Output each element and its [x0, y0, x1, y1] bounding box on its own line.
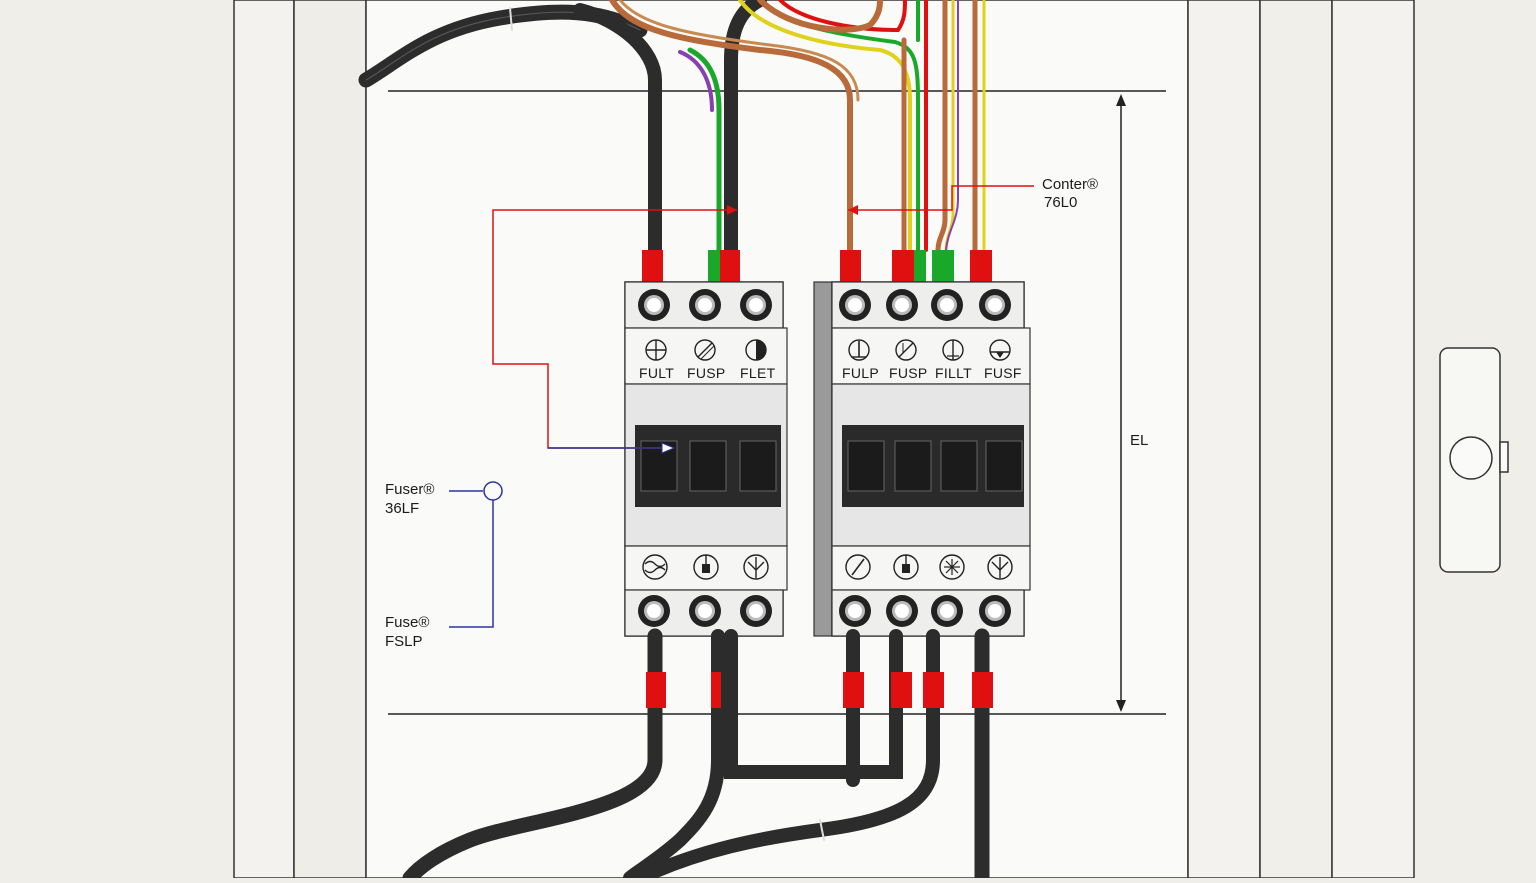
callout-left-upper: Fuser® 36LF — [385, 481, 434, 517]
pin-circle-icon — [848, 339, 870, 361]
module-left[interactable]: FULT FUSP FLET — [624, 281, 788, 637]
needle-circle-icon — [845, 554, 871, 580]
top-terminal-sleeves — [642, 250, 992, 282]
blue-pointer — [548, 442, 676, 454]
tree-circle-icon — [743, 554, 769, 580]
reference-lines — [388, 90, 1166, 715]
top-screw-terminals[interactable] — [638, 289, 772, 321]
callout-line: Fuse® — [385, 614, 429, 631]
half-circle-icon — [942, 339, 964, 361]
slashed-circle-icon — [694, 339, 716, 361]
crosshair-circle-icon — [645, 339, 667, 361]
half-circle-icon — [745, 339, 767, 361]
terminal-label-1: FULP — [842, 365, 879, 381]
door-latch[interactable] — [1439, 347, 1509, 573]
terminal-label-2: FUSP — [889, 365, 928, 381]
indicator-slot — [739, 440, 777, 492]
blue-leaders — [449, 481, 503, 628]
top-symbol-row — [848, 339, 1011, 361]
dimension-arrow: EL — [1116, 94, 1148, 712]
box-circle-icon — [693, 554, 719, 580]
top-screw-terminals[interactable] — [839, 289, 1011, 321]
callout-line: 76L0 — [1044, 194, 1077, 211]
terminal-label-1: FULT — [639, 365, 674, 381]
top-symbol-row — [645, 339, 767, 361]
indicator-slot — [985, 440, 1023, 492]
dimension-label: EL — [1130, 432, 1148, 449]
wave-circle-icon — [642, 554, 668, 580]
bottom-screw-terminals[interactable] — [638, 595, 772, 627]
terminal-label-2: FUSP — [687, 365, 726, 381]
callout-line: Conter® — [1042, 176, 1098, 193]
tree-circle-icon — [987, 554, 1013, 580]
bottom-symbol-row — [845, 554, 1013, 580]
dome-circle-icon — [989, 339, 1011, 361]
terminal-label-3: FLET — [740, 365, 776, 381]
callout-line: FSLP — [385, 633, 423, 650]
bottom-symbol-row — [642, 554, 769, 580]
slashed-circle-icon — [895, 339, 917, 361]
box-circle-icon — [893, 554, 919, 580]
indicator-slot — [689, 440, 727, 492]
callout-line: 36LF — [385, 500, 419, 517]
indicator-slot — [894, 440, 932, 492]
callout-line: Fuser® — [385, 481, 434, 498]
callout-left-lower: Fuse® FSLP — [385, 614, 429, 650]
terminal-label-4: FUSF — [984, 365, 1022, 381]
snowflake-circle-icon — [939, 554, 965, 580]
indicator-slot — [940, 440, 978, 492]
callout-top-right: Conter® 76L0 — [1042, 176, 1098, 211]
terminal-label-3: FILLT — [935, 365, 972, 381]
module-right[interactable]: FULP FUSP FILLT FUSF — [813, 281, 1031, 637]
indicator-slot — [847, 440, 885, 492]
incoming-cables — [358, 0, 986, 257]
bottom-screw-terminals[interactable] — [839, 595, 1011, 627]
bottom-terminal-sleeves — [646, 672, 993, 708]
